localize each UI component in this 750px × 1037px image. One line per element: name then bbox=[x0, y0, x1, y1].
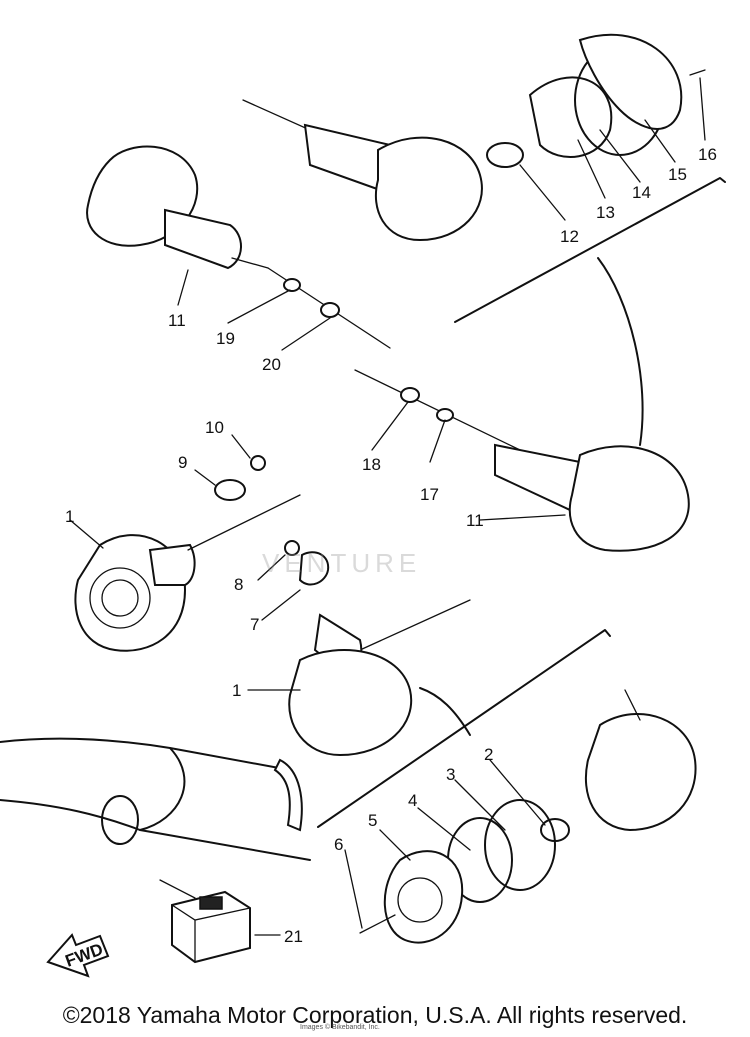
rear-lens-assembly bbox=[486, 33, 706, 168]
label-2: 2 bbox=[484, 745, 493, 764]
label-13: 13 bbox=[596, 203, 615, 222]
label-7: 7 bbox=[250, 615, 259, 634]
rear-turn-signal-right bbox=[242, 99, 483, 242]
label-20: 20 bbox=[262, 355, 281, 374]
label-8: 8 bbox=[234, 575, 243, 594]
leader-arrow-front bbox=[419, 687, 471, 736]
upper-divider-bracket bbox=[454, 177, 726, 323]
flasher-relay bbox=[159, 879, 251, 964]
label-6: 6 bbox=[334, 835, 343, 854]
watermark: VENTURE bbox=[262, 548, 422, 578]
copyright-notice: ©2018 Yamaha Motor Corporation, U.S.A. A… bbox=[62, 1002, 688, 1028]
label-15: 15 bbox=[668, 165, 687, 184]
frame-section bbox=[0, 737, 311, 861]
image-credit: Images © Bikebandit, Inc. bbox=[300, 1024, 380, 1031]
label-18: 18 bbox=[362, 455, 381, 474]
label-19: 19 bbox=[216, 329, 235, 348]
label-3: 3 bbox=[446, 765, 455, 784]
label-10: 10 bbox=[205, 418, 224, 437]
front-turn-signal-body bbox=[288, 599, 471, 757]
label-11-top: 11 bbox=[168, 311, 186, 330]
label-11-mid: 11 bbox=[466, 511, 484, 530]
label-14: 14 bbox=[632, 183, 651, 202]
front-turn-signal-left bbox=[74, 455, 330, 652]
lower-divider-bracket bbox=[317, 629, 611, 828]
leader-lines bbox=[69, 77, 706, 936]
rear-turn-signal-left bbox=[86, 145, 391, 349]
label-17: 17 bbox=[420, 485, 439, 504]
front-lens-assembly bbox=[359, 689, 697, 944]
label-12: 12 bbox=[560, 227, 579, 246]
forward-arrow-icon: FWD bbox=[46, 933, 110, 978]
label-1-upper: 1 bbox=[65, 507, 74, 526]
label-4: 4 bbox=[408, 791, 417, 810]
label-9: 9 bbox=[178, 453, 187, 472]
label-1-lower: 1 bbox=[232, 681, 241, 700]
label-5: 5 bbox=[368, 811, 377, 830]
leader-arrow-rear bbox=[597, 257, 644, 446]
label-16: 16 bbox=[698, 145, 717, 164]
rear-turn-signal-lower bbox=[354, 369, 690, 552]
label-21: 21 bbox=[284, 927, 303, 946]
